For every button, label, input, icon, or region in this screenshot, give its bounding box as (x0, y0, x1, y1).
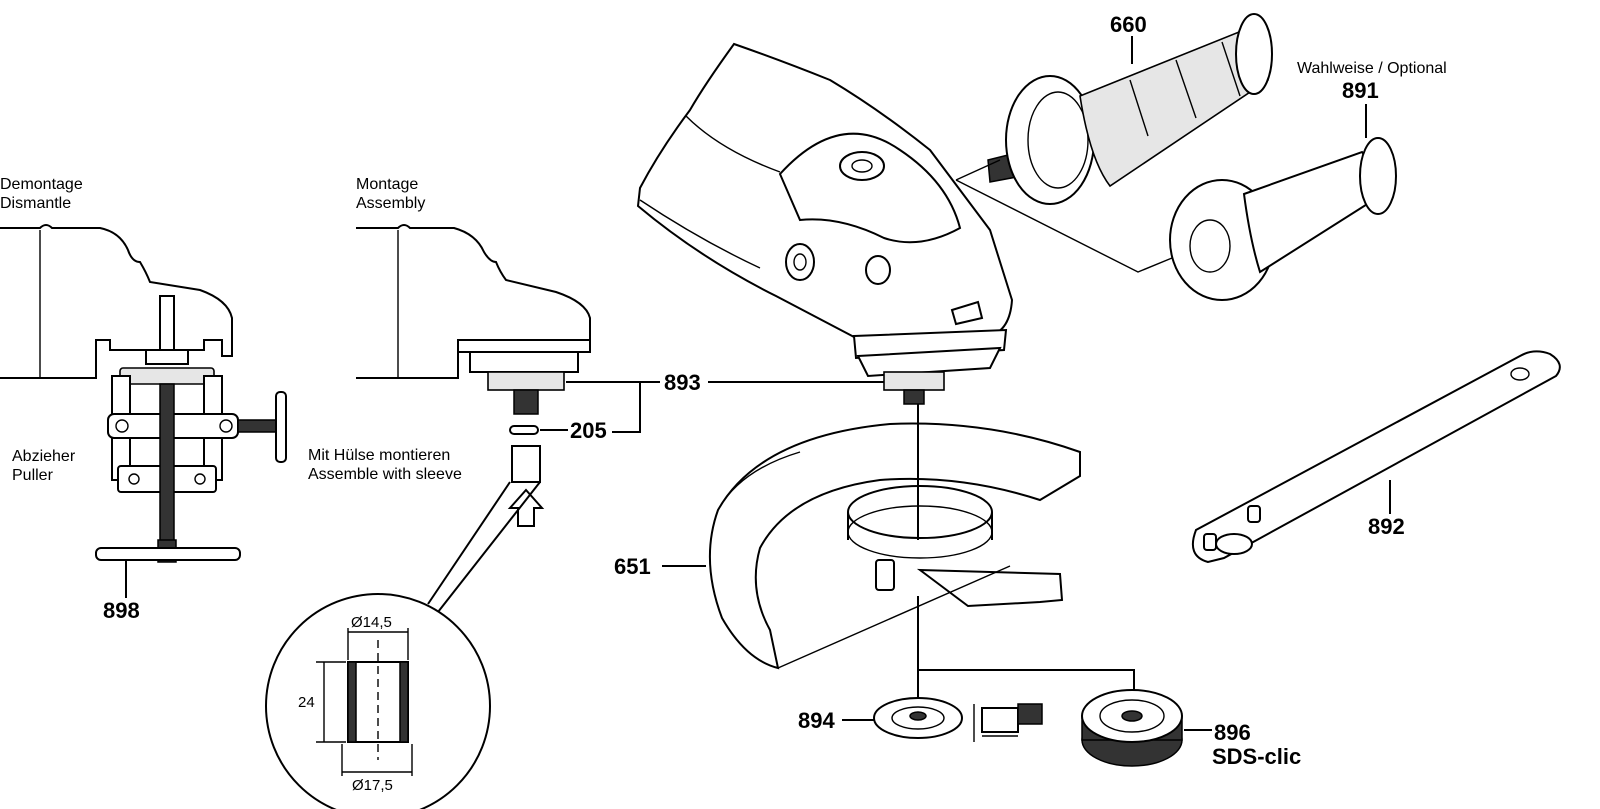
rotation-arrow-icon (950, 300, 984, 326)
side-handle-660: 660 (987, 12, 1273, 205)
puller-bottom-handle (95, 547, 241, 561)
handle-891-end-cap (1359, 137, 1397, 215)
side-handle-891: Wahlweise / Optional 891 (955, 60, 1447, 301)
protection-guard-651: 651 (614, 422, 1081, 670)
dismantle-label-de: Demontage (0, 176, 83, 193)
part-205: 205 (570, 418, 607, 443)
pin-205 (509, 425, 539, 435)
gear-head-top (778, 132, 962, 244)
assembly-label-en: Assembly (356, 195, 425, 212)
sds-clic-logo: SDS-clic (1212, 744, 1301, 769)
spindle (159, 295, 175, 357)
spanner-pin-right (1247, 505, 1261, 523)
part-893: 893 (664, 370, 701, 395)
dismantle-view: Demontage Dismantle Abzi (0, 176, 287, 623)
guard-clamp-lever (916, 568, 1064, 608)
guard-shell (708, 422, 1081, 670)
assembly-view: Montage Assembly Mit Hülse montieren Ass… (265, 176, 884, 809)
bearing-plate (469, 351, 579, 373)
side-handle-socket-top (839, 151, 885, 181)
guard-clamp-screw (875, 559, 895, 591)
part-892: 892 (1368, 514, 1405, 539)
spindle-thread (513, 389, 539, 415)
puller-screw (159, 383, 175, 545)
grinder-spindle (903, 389, 925, 405)
puller-label-de: Abzieher (12, 448, 76, 465)
grinder-spindle-nut (883, 371, 945, 391)
spanner-hole (1215, 533, 1253, 555)
handle-660-end-cap (1235, 13, 1273, 95)
sleeve (511, 445, 541, 483)
zoom-leader-b (437, 481, 541, 613)
spindle-nut (145, 349, 189, 365)
zoom-leader-a (427, 481, 511, 605)
spindle-nut-assembly (487, 371, 565, 391)
gear-housing-outline (0, 224, 233, 379)
assembly-label-de: Montage (356, 176, 418, 193)
spanner-pin-left (1203, 533, 1217, 551)
part-891: 891 (1342, 78, 1379, 103)
dim-length: 24 (298, 694, 315, 711)
dismantle-label-en: Dismantle (0, 195, 71, 212)
side-handle-socket-left (785, 243, 815, 281)
optional-label: Wahlweise / Optional (1297, 60, 1447, 77)
spanner-892: 892 (1192, 350, 1561, 564)
leader-893-bracket (612, 382, 641, 433)
part-651: 651 (614, 554, 651, 579)
quick-clamp-nut-896: 896 SDS-clic (1081, 689, 1301, 769)
flange-profile (973, 703, 1043, 742)
spanner-body (1192, 350, 1561, 564)
mounting-flange-894: 894 (798, 697, 1043, 742)
push-up-arrow-icon (507, 488, 545, 527)
sleeve-label-de: Mit Hülse montieren (308, 447, 450, 464)
dim-outer-diameter: Ø17,5 (352, 777, 393, 794)
puller-tool (95, 367, 287, 563)
grinder-head (636, 42, 1014, 405)
part-898: 898 (103, 598, 140, 623)
guard-collar (847, 485, 993, 539)
sleeve-detail-drawing (316, 628, 413, 776)
spindle-lock-button (865, 255, 891, 285)
puller-side-handle (275, 391, 287, 463)
puller-label-en: Puller (12, 467, 54, 484)
part-660: 660 (1110, 12, 1147, 37)
part-894: 894 (798, 708, 835, 733)
part-896: 896 (1214, 720, 1251, 745)
dim-inner-diameter: Ø14,5 (351, 614, 392, 631)
sleeve-label-en: Assemble with sleeve (308, 466, 462, 483)
bearing-flange (457, 339, 591, 353)
